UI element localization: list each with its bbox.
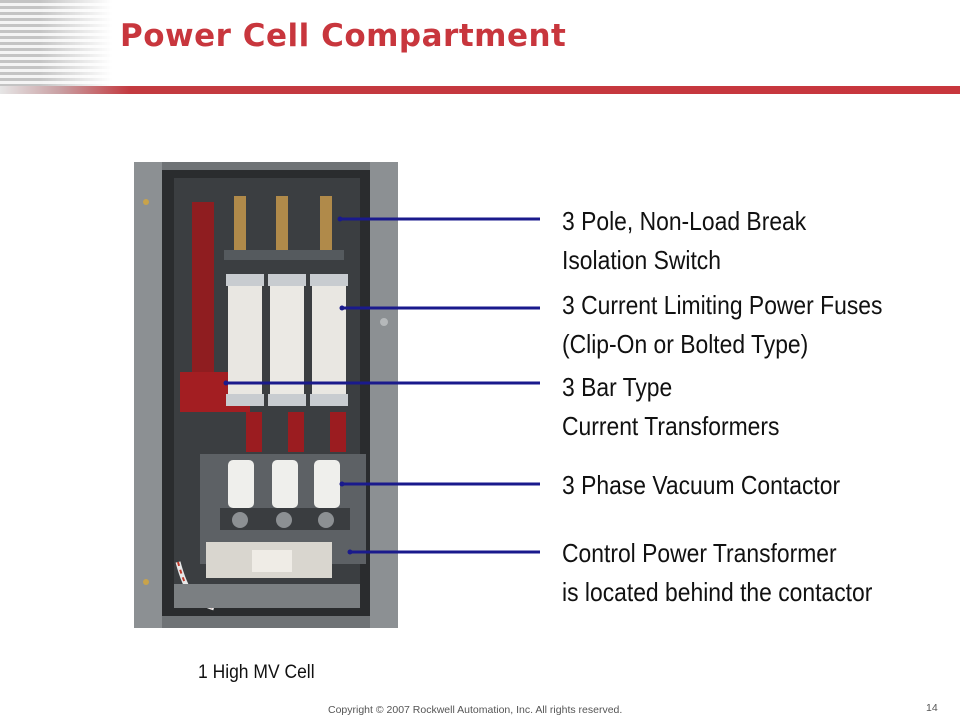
power-cell-photo xyxy=(134,162,398,628)
callout-line: 3 Pole, Non-Load Break xyxy=(562,206,807,236)
title-underline xyxy=(0,86,960,94)
callout-line: Control Power Transformer xyxy=(562,538,837,568)
callout-line: 3 Current Limiting Power Fuses xyxy=(562,290,883,320)
callout-line: Current Transformers xyxy=(562,411,780,441)
callout-vacuum-contactor: 3 Phase Vacuum Contactor xyxy=(562,466,840,505)
callout-current-transformers: 3 Bar Type Current Transformers xyxy=(562,368,779,446)
copyright-notice: Copyright © 2007 Rockwell Automation, In… xyxy=(328,704,623,716)
page-number: 14 xyxy=(926,702,938,714)
callout-line: Isolation Switch xyxy=(562,245,721,275)
slide-title: Power Cell Compartment xyxy=(120,18,567,54)
photo-caption: 1 High MV Cell xyxy=(198,662,315,683)
callout-line: (Clip-On or Bolted Type) xyxy=(562,329,809,359)
callout-line: 3 Phase Vacuum Contactor xyxy=(562,470,841,500)
callout-control-transformer: Control Power Transformer is located beh… xyxy=(562,534,872,612)
callout-line: 3 Bar Type xyxy=(562,372,673,402)
decorative-stripes xyxy=(0,0,112,86)
callout-isolation-switch: 3 Pole, Non-Load Break Isolation Switch xyxy=(562,202,806,280)
callout-line: is located behind the contactor xyxy=(562,577,873,607)
callout-power-fuses: 3 Current Limiting Power Fuses (Clip-On … xyxy=(562,286,882,364)
